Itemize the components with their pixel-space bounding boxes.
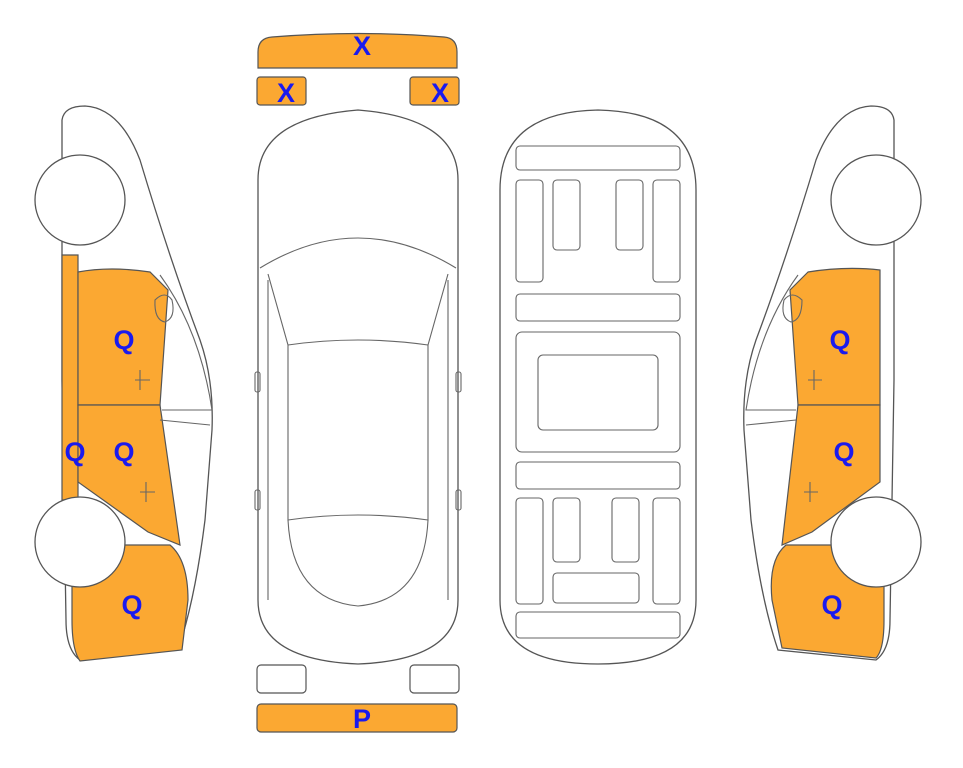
front-bumper-marker: X <box>353 31 371 61</box>
front-left-light-panel[interactable] <box>256 76 307 106</box>
underside-mid-bar-1 <box>515 293 681 322</box>
right-lower-line <box>745 419 797 426</box>
rear-right-light-panel[interactable] <box>409 664 460 694</box>
right-rear-handle <box>804 482 818 502</box>
right-mirror <box>782 294 803 323</box>
right-mirror <box>455 371 462 393</box>
underside-panel-5 <box>515 497 544 605</box>
underside-outline <box>499 109 697 665</box>
right-rear-quarter-marker: Q <box>821 590 842 620</box>
roof-outline <box>287 345 429 521</box>
right-front-door-panel[interactable] <box>789 267 881 406</box>
left-side-view: Q Q Q Q <box>34 105 213 662</box>
underside-frame <box>515 331 681 453</box>
top-view: X X X P <box>254 31 462 734</box>
underside-mid-bar-2 <box>515 461 681 490</box>
underside-panel-2 <box>552 179 581 251</box>
rear-bumper-marker: P <box>353 704 371 734</box>
left-rear-handle <box>140 482 155 502</box>
left-front-wheel <box>34 154 126 246</box>
right-rear-handle <box>455 489 462 511</box>
front-bumper-panel[interactable] <box>257 32 458 69</box>
underside-panel-4 <box>652 179 681 283</box>
left-rocker-marker: Q <box>64 437 85 467</box>
left-mirror <box>154 294 174 323</box>
front-right-light-panel[interactable] <box>409 76 460 106</box>
left-rear-door-panel[interactable] <box>77 404 181 546</box>
left-rear-wheel <box>34 496 126 588</box>
underside-rear-bar <box>515 611 681 639</box>
right-front-door-marker: Q <box>829 325 850 355</box>
left-window-line <box>159 274 213 411</box>
front-left-light-marker: X <box>277 78 295 108</box>
windshield <box>259 237 457 269</box>
right-side-view: Q Q Q <box>743 105 922 661</box>
underside-panel-7 <box>611 497 640 563</box>
left-front-door-panel[interactable] <box>77 268 169 406</box>
underside-view <box>499 109 697 665</box>
right-rear-wheel <box>830 496 922 588</box>
underside-front-bar <box>515 145 681 171</box>
left-front-handle <box>135 370 150 390</box>
underside-panel-6 <box>552 497 581 563</box>
right-rear-door-marker: Q <box>833 437 854 467</box>
left-rear-door-marker: Q <box>113 437 134 467</box>
underside-panel-9 <box>552 572 640 604</box>
right-window-line <box>745 274 799 411</box>
hood-line <box>267 273 449 346</box>
underside-panel-8 <box>652 497 681 605</box>
rear-window <box>287 519 429 607</box>
car-body-outline <box>257 109 459 665</box>
right-front-wheel <box>830 154 922 246</box>
front-right-light-marker: X <box>431 78 449 108</box>
left-mirror <box>254 371 261 393</box>
rear-left-light-panel[interactable] <box>256 664 307 694</box>
left-rear-handle <box>254 489 261 511</box>
right-rear-door-panel[interactable] <box>781 404 881 546</box>
left-front-door-marker: Q <box>113 325 134 355</box>
underside-panel-3 <box>615 179 644 251</box>
underside-panel-1 <box>515 179 544 283</box>
rear-bumper-panel[interactable] <box>256 703 458 733</box>
left-rear-quarter-marker: Q <box>121 590 142 620</box>
underside-center-panel <box>537 354 659 431</box>
right-front-handle <box>808 370 822 390</box>
left-lower-line <box>159 419 211 426</box>
